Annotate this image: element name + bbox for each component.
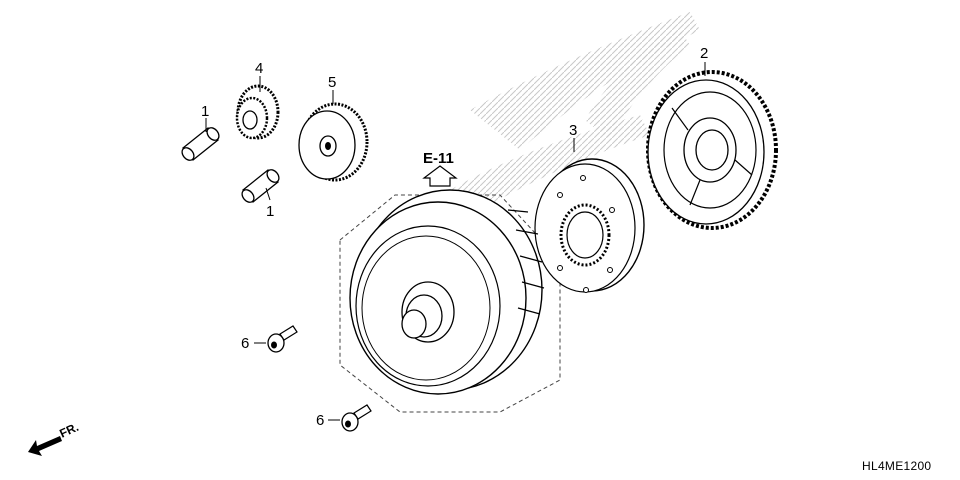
pin-part-lower <box>241 169 280 203</box>
callout-one-way-clutch: 3 <box>569 122 577 139</box>
starter-driven-gear <box>646 70 778 230</box>
callout-double-gear: 4 <box>255 60 263 77</box>
callout-bolt-lower: 6 <box>316 412 324 429</box>
reference-arrow <box>422 165 458 187</box>
front-direction-arrow <box>28 436 62 456</box>
one-way-clutch <box>534 158 645 293</box>
leader-lines <box>205 62 706 421</box>
callout-pin-upper: 1 <box>201 103 209 120</box>
idle-gear <box>298 102 369 182</box>
callout-pin-lower: 1 <box>266 203 274 220</box>
callout-bolt-upper: 6 <box>241 335 249 352</box>
reference-label: E-11 <box>423 150 454 167</box>
diagram-code: HL4ME1200 <box>862 459 931 473</box>
callout-idle-gear: 5 <box>328 74 336 91</box>
flywheel-rotor <box>349 189 545 395</box>
front-label: FR. <box>57 420 80 441</box>
pin-part-upper <box>181 127 220 161</box>
callout-driven-gear: 2 <box>700 45 708 62</box>
bolt-upper <box>267 325 298 353</box>
bolt-lower <box>341 404 372 432</box>
small-double-gear <box>235 84 280 140</box>
watermark-wing-logo <box>450 12 700 210</box>
